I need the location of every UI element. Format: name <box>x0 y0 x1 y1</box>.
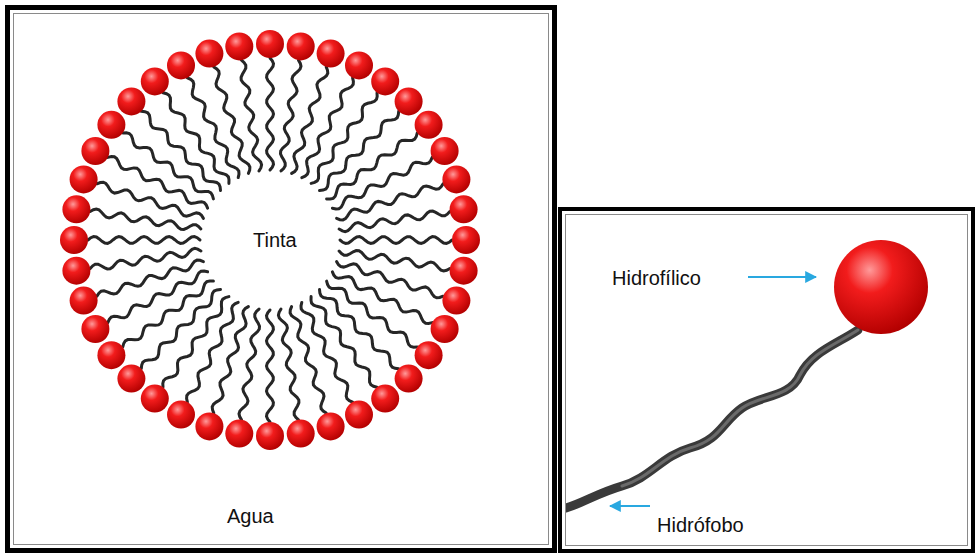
hydrophobic-tail <box>90 209 201 230</box>
label-text: Hidrófobo <box>657 513 744 537</box>
panel-frame: HidrofílicoHidrófobo <box>558 207 975 553</box>
hydrophobic-tail <box>123 281 214 347</box>
micelle-core: Tinta <box>210 175 340 305</box>
hydrophilic-head <box>395 87 423 115</box>
hydrophilic-head <box>317 40 345 68</box>
hydrophobic-tail <box>566 330 858 508</box>
hydrophobic-tail <box>327 133 418 199</box>
hydrophilic-head <box>431 315 459 343</box>
hydrophobic-tail <box>281 60 302 171</box>
hydrophilic-head <box>81 315 109 343</box>
hydrophilic-head <box>415 341 443 369</box>
hydrophilic-head <box>834 240 928 334</box>
hydrophilic-head <box>141 385 169 413</box>
hydrophilic-head <box>450 195 478 223</box>
label-text: Agua <box>227 504 274 528</box>
hydrophobic-tail <box>163 93 229 184</box>
hydrophilic-head <box>60 226 88 254</box>
hydrophobic-tail <box>278 309 299 420</box>
hydrophilic-head <box>62 195 90 223</box>
hydrophilic-head <box>287 420 315 448</box>
hydrophilic-head <box>117 87 145 115</box>
hydrophilic-head <box>395 365 423 393</box>
hydrophilic-head <box>167 401 195 429</box>
hydrophobic-tail <box>239 309 260 420</box>
hydrophilic-head <box>287 32 315 60</box>
hydrophilic-head <box>256 30 284 58</box>
hydrophobic-tail <box>340 237 452 244</box>
hydrophilic-head <box>345 401 373 429</box>
hydrophilic-head <box>141 67 169 95</box>
hydrophobic-tail <box>311 297 377 388</box>
hydrophilic-head <box>431 137 459 165</box>
hydrophobic-tail <box>267 58 274 170</box>
hydrophilic-head <box>371 385 399 413</box>
hydrophilic-head <box>415 111 443 139</box>
pointer-arrow <box>748 276 816 278</box>
hydrophilic-head <box>195 412 223 440</box>
hydrophilic-head <box>70 287 98 315</box>
hydrophilic-head <box>317 412 345 440</box>
hydrophilic-head <box>225 420 253 448</box>
label-text: Tinta <box>253 228 297 252</box>
hydrophilic-head <box>167 51 195 79</box>
hydrophobic-tail <box>339 211 450 232</box>
pointer-arrow <box>610 505 650 507</box>
micelle-illustration <box>60 30 480 450</box>
hydrophobic-tail <box>339 251 450 272</box>
hydrophilic-head <box>345 51 373 79</box>
hydrophilic-head <box>452 226 480 254</box>
hydrophilic-head <box>442 287 470 315</box>
hydrophilic-head <box>97 111 125 139</box>
hydrophilic-head <box>117 365 145 393</box>
hydrophilic-head <box>450 257 478 285</box>
hydrophilic-head <box>195 40 223 68</box>
hydrophilic-head <box>256 422 284 450</box>
hydrophilic-head <box>442 165 470 193</box>
hydrophilic-head <box>70 165 98 193</box>
hydrophobic-tail-shade <box>622 330 858 486</box>
hydrophobic-tail <box>241 60 262 171</box>
hydrophilic-head <box>97 341 125 369</box>
hydrophilic-head <box>62 257 90 285</box>
hydrophobic-tail <box>90 248 201 269</box>
label-text: Hidrofílico <box>612 266 701 290</box>
hydrophilic-head <box>81 137 109 165</box>
hydrophilic-head <box>225 32 253 60</box>
panel-frame: Agua Tinta <box>5 5 557 553</box>
hydrophilic-head <box>371 67 399 95</box>
hydrophobic-tail <box>88 237 200 244</box>
hydrophobic-tail <box>267 310 274 422</box>
